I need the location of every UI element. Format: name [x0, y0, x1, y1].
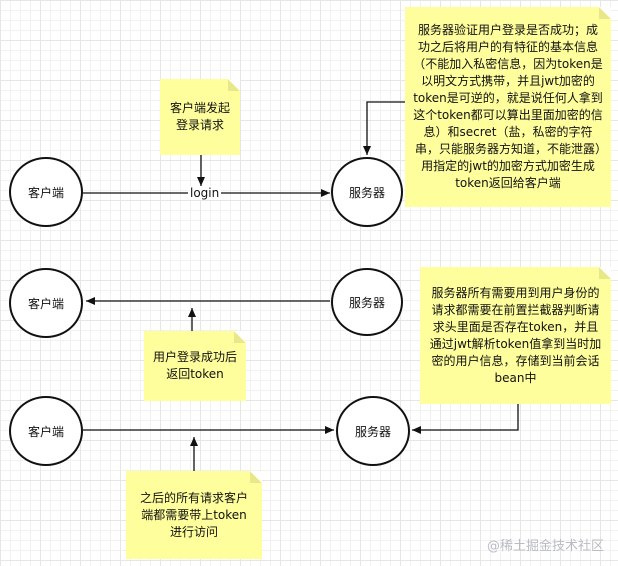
client-node-3-label: 客户端	[27, 424, 64, 439]
server-node-2: 服务器	[331, 268, 403, 336]
client-node-2: 客户端	[9, 268, 83, 338]
client-node-1-label: 客户端	[27, 185, 64, 200]
server-node-3-label: 服务器	[354, 424, 391, 439]
server-verify-note-text: 服务器验证用户登录是否成功；成功之后将用户的有特征的基本信息（不能加入私密信息，…	[413, 23, 603, 190]
client-login-note-text: 客户端发起登录请求	[169, 101, 230, 132]
server-node-2-label: 服务器	[348, 295, 385, 310]
server-node-3: 服务器	[336, 396, 410, 466]
return-token-note-text: 用户登录成功后返回token	[152, 350, 237, 381]
return-token-note: 用户登录成功后返回token	[144, 331, 246, 401]
login-edge-label: login	[188, 186, 222, 200]
server-node-1-label: 服务器	[348, 185, 385, 200]
server-verify-note-arrow	[363, 101, 405, 155]
client-node-2-label: 客户端	[27, 296, 64, 311]
client-node-3: 客户端	[9, 396, 83, 466]
server-node-1: 服务器	[331, 157, 403, 227]
subsequent-requests-note-text: 之后的所有请求客户端都需要带上token进行访问	[139, 490, 248, 539]
client-login-note: 客户端发起登录请求	[160, 79, 240, 155]
server-interceptor-note-text: 服务器所有需要用到用户身份的请求都需要在前置拦截器判断请求头里面是否存在toke…	[429, 285, 602, 385]
server-interceptor-note-arrow	[412, 404, 519, 434]
subsequent-requests-note: 之后的所有请求客户端都需要带上token进行访问	[126, 471, 262, 559]
client-node-1: 客户端	[9, 157, 83, 227]
server-interceptor-note: 服务器所有需要用到用户身份的请求都需要在前置拦截器判断请求头里面是否存在toke…	[420, 267, 611, 404]
watermark: @稀土掘金技术社区	[486, 539, 604, 554]
server-verify-note: 服务器验证用户登录是否成功；成功之后将用户的有特征的基本信息（不能加入私密信息，…	[405, 7, 611, 207]
